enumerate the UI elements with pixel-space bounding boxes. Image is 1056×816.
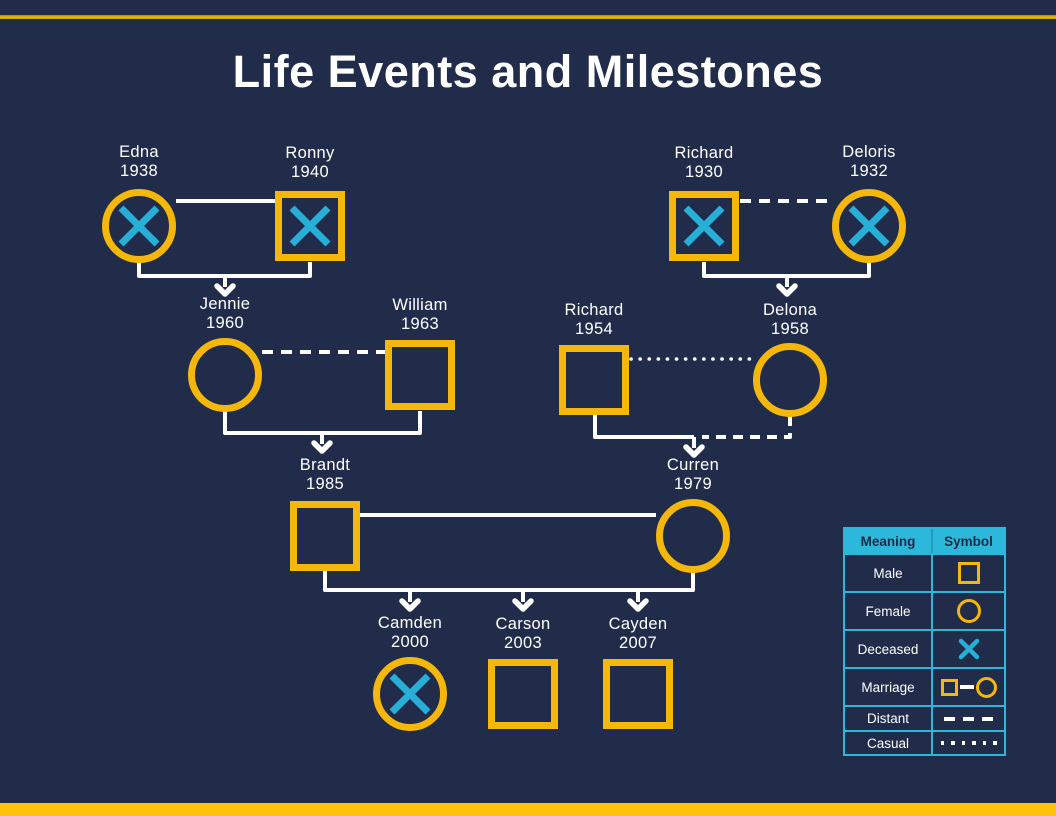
descent-brandt-curren-to-children bbox=[323, 571, 695, 612]
person-year: 1932 bbox=[850, 161, 888, 180]
male-symbol-cayden bbox=[603, 659, 673, 729]
person-name: Curren bbox=[666, 456, 720, 474]
legend-header-row: Meaning Symbol bbox=[845, 529, 1004, 553]
person-name: Deloris bbox=[842, 143, 896, 161]
male-square-icon bbox=[957, 562, 980, 584]
person-name: Richard bbox=[564, 301, 624, 319]
person-year: 2007 bbox=[619, 633, 657, 652]
legend-label: Marriage bbox=[845, 669, 933, 705]
person-label-ronny: Ronny 1940 bbox=[245, 144, 375, 181]
person-name: Cayden bbox=[608, 615, 668, 633]
descent-jennie-william-to-brandt bbox=[223, 411, 422, 454]
legend-row-distant: Distant bbox=[845, 705, 1004, 730]
person-label-delona: Delona 1958 bbox=[725, 301, 855, 338]
deceased-x-icon bbox=[389, 673, 431, 715]
deceased-x-icon bbox=[683, 205, 725, 247]
person-name: Jennie bbox=[199, 295, 251, 313]
deceased-x-icon bbox=[958, 638, 979, 660]
legend-label: Casual bbox=[845, 732, 933, 754]
legend-row-male: Male bbox=[845, 553, 1004, 591]
person-label-william: William 1963 bbox=[355, 296, 485, 333]
person-year: 2000 bbox=[391, 632, 429, 651]
legend-row-deceased: Deceased bbox=[845, 629, 1004, 667]
marriage-symbol-icon bbox=[933, 669, 1004, 705]
female-symbol-deloris bbox=[832, 189, 906, 263]
person-year: 1954 bbox=[575, 319, 613, 338]
bottom-accent-bar bbox=[0, 803, 1056, 816]
person-name: Delona bbox=[762, 301, 818, 319]
legend-row-casual: Casual bbox=[845, 730, 1004, 754]
male-symbol-ronny bbox=[275, 191, 345, 261]
person-year: 1963 bbox=[401, 314, 439, 333]
person-name: Carson bbox=[495, 615, 551, 633]
person-label-cayden: Cayden 2007 bbox=[573, 615, 703, 652]
legend-header-meaning: Meaning bbox=[845, 529, 933, 553]
person-name: Ronny bbox=[285, 144, 335, 162]
person-name: Edna bbox=[119, 143, 159, 161]
person-label-curren: Curren 1979 bbox=[628, 456, 758, 493]
person-label-richard-1930: Richard 1930 bbox=[639, 144, 769, 181]
deceased-x-icon bbox=[118, 205, 160, 247]
marriage-circle-icon bbox=[975, 676, 997, 698]
female-symbol-delona bbox=[753, 343, 827, 417]
female-symbol-camden bbox=[373, 657, 447, 731]
person-label-jennie: Jennie 1960 bbox=[160, 295, 290, 332]
deceased-x-icon bbox=[289, 205, 331, 247]
legend-row-marriage: Marriage bbox=[845, 667, 1004, 705]
dotted-line-icon bbox=[933, 732, 1004, 754]
person-name: William bbox=[392, 296, 448, 314]
descent-richard1954-delona-to-curren bbox=[593, 415, 792, 458]
top-accent-line bbox=[0, 15, 1056, 19]
person-year: 1985 bbox=[306, 474, 344, 493]
person-year: 1930 bbox=[685, 162, 723, 181]
descent-richard1930-deloris-to-delona bbox=[702, 261, 871, 297]
person-year: 1938 bbox=[120, 161, 158, 180]
person-label-carson: Carson 2003 bbox=[458, 615, 588, 652]
person-label-edna: Edna 1938 bbox=[74, 143, 204, 180]
person-year: 1940 bbox=[291, 162, 329, 181]
male-symbol-richard-1930 bbox=[669, 191, 739, 261]
person-year: 1960 bbox=[206, 313, 244, 332]
legend-label: Male bbox=[845, 555, 933, 591]
page-title: Life Events and Milestones bbox=[232, 46, 824, 97]
person-label-richard-1954: Richard 1954 bbox=[529, 301, 659, 338]
legend-header-symbol: Symbol bbox=[944, 533, 993, 549]
dashed-line-icon bbox=[933, 707, 1004, 730]
descent-edna-ronny-to-jennie bbox=[137, 261, 312, 297]
person-label-brandt: Brandt 1985 bbox=[260, 456, 390, 493]
person-label-deloris: Deloris 1932 bbox=[804, 143, 934, 180]
legend-row-female: Female bbox=[845, 591, 1004, 629]
legend-table: Meaning Symbol Male Female Deceased Marr… bbox=[843, 527, 1006, 756]
legend-label: Distant bbox=[845, 707, 933, 730]
female-symbol-jennie bbox=[188, 338, 262, 412]
person-year: 1958 bbox=[771, 319, 809, 338]
male-symbol-brandt bbox=[290, 501, 360, 571]
person-label-camden: Camden 2000 bbox=[345, 614, 475, 651]
male-symbol-carson bbox=[488, 659, 558, 729]
male-symbol-william bbox=[385, 340, 455, 410]
female-symbol-edna bbox=[102, 189, 176, 263]
person-name: Brandt bbox=[299, 456, 351, 474]
marriage-square-icon bbox=[940, 678, 958, 696]
female-circle-icon bbox=[956, 599, 981, 623]
person-name: Richard bbox=[674, 144, 734, 162]
person-year: 1979 bbox=[674, 474, 712, 493]
person-year: 2003 bbox=[504, 633, 542, 652]
legend-label: Female bbox=[845, 593, 933, 629]
legend-label: Deceased bbox=[845, 631, 933, 667]
marriage-line-icon bbox=[959, 685, 974, 689]
deceased-x-icon bbox=[848, 205, 890, 247]
female-symbol-curren bbox=[656, 499, 730, 573]
male-symbol-richard-1954 bbox=[559, 345, 629, 415]
person-name: Camden bbox=[377, 614, 443, 632]
